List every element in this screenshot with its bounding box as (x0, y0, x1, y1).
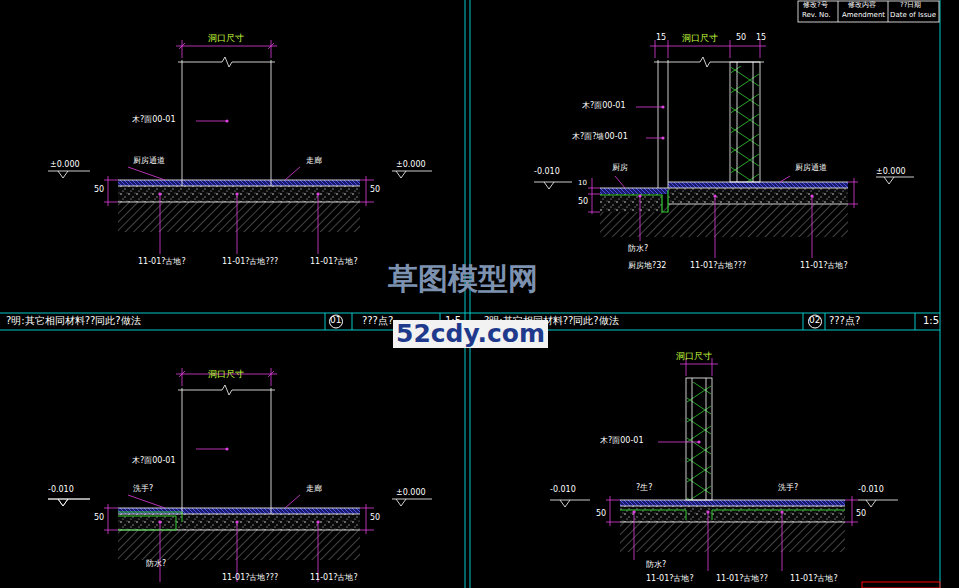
table-cell: Rev. No. (802, 12, 831, 20)
table-cell: 修改?号 (803, 2, 828, 10)
level-mark: -0.010 (858, 486, 884, 495)
dimension-text: 50 (94, 186, 104, 195)
room-name: 洗手? (778, 484, 798, 493)
room-name: 厨房通道 (795, 164, 827, 173)
material-callout: 11-01?古地??? (690, 262, 746, 271)
callout-number: 02 (809, 316, 820, 326)
material-callout: 11-01?古地?? (716, 575, 768, 584)
material-callout: 防水? (646, 561, 666, 570)
room-name: 走廊 (306, 485, 322, 494)
material-callout: 11-01?古地? (790, 575, 838, 584)
room-name: 厨房 (612, 164, 628, 173)
level-mark: ±0.000 (876, 168, 906, 177)
room-name: 洗手? (133, 485, 153, 494)
material-callout: 11-01?古地? (646, 575, 694, 584)
table-cell: 修改内容 (848, 2, 876, 10)
dimension-text: 洞口尺寸 (676, 352, 712, 362)
dimension-text: 50 (370, 514, 380, 523)
dimension-text: 洞口尺寸 (682, 34, 718, 44)
watermark: 草图模型网 (388, 262, 538, 295)
dimension-text: 15 (756, 34, 766, 43)
material-callout: 木?面?墙00-01 (572, 133, 628, 142)
material-callout: 厨房地?32 (628, 262, 666, 271)
level-mark: ±0.000 (396, 489, 426, 498)
scale-text: 1:5 (923, 315, 939, 326)
level-mark: ±0.000 (50, 161, 80, 170)
material-callout: 防水? (628, 245, 648, 254)
dimension-text: 洞口尺寸 (208, 370, 244, 380)
material-callout: 11-01?古地? (310, 258, 358, 267)
material-callout: 11-01?古地??? (222, 258, 278, 267)
material-callout: 11-01?古地? (800, 262, 848, 271)
dimension-text: 50 (856, 510, 866, 519)
dimension-text: 50 (94, 514, 104, 523)
callout-number: 01 (330, 316, 341, 326)
dimension-text: 50 (736, 34, 746, 43)
room-name: 厨房通道 (133, 157, 165, 166)
dimension-text: 洞口尺寸 (208, 34, 244, 44)
material-callout: 木?面00-01 (132, 116, 176, 125)
dimension-text: 10 (578, 180, 587, 188)
level-mark: -0.010 (48, 486, 74, 495)
level-mark: -0.010 (550, 486, 576, 495)
dimension-text: 50 (578, 198, 588, 207)
title-note: ?明:其它相同材料??同此?做法 (6, 315, 141, 326)
room-name: 走廊 (306, 157, 322, 166)
table-cell: Date of Issue (890, 12, 936, 20)
detail-title: ???点? (829, 315, 860, 326)
level-mark: -0.010 (534, 168, 560, 177)
material-callout: 木?面00-01 (582, 102, 626, 111)
material-callout: 防水? (146, 560, 166, 569)
material-callout: 11-01?古地??? (222, 574, 278, 583)
material-callout: 木?面00-01 (600, 437, 644, 446)
detail-title: ???点? (362, 315, 393, 326)
dimension-text: 15 (656, 34, 666, 43)
room-name: ?生? (636, 484, 653, 493)
material-callout: 11-01?古地? (138, 258, 186, 267)
level-mark: ±0.000 (396, 161, 426, 170)
watermark: 52cdy.com (393, 320, 548, 348)
table-cell: ??日期 (900, 2, 921, 10)
dimension-text: 50 (370, 186, 380, 195)
table-cell: Amendment (842, 12, 885, 20)
material-callout: 木?面00-01 (132, 457, 176, 466)
dimension-text: 50 (596, 510, 606, 519)
material-callout: 11-01?古地? (310, 574, 358, 583)
